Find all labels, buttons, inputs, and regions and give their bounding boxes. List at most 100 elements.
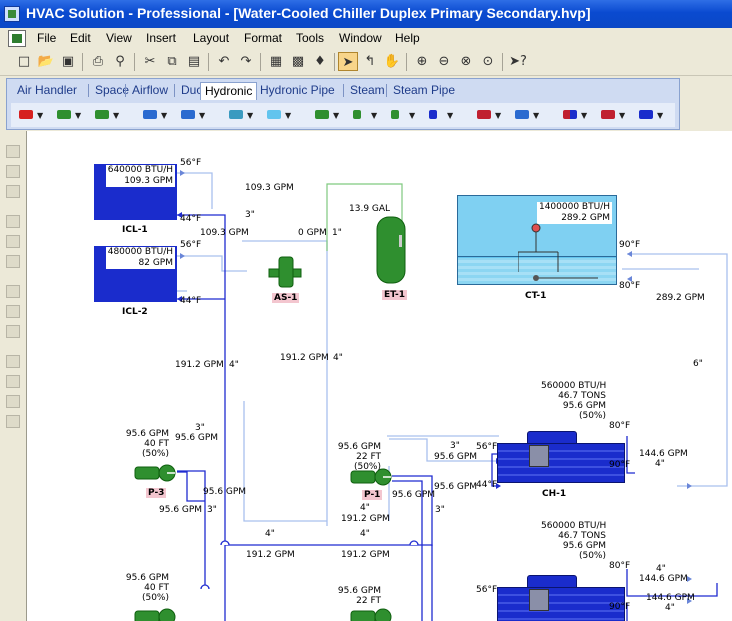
menu-insert[interactable]: Insert	[146, 31, 177, 45]
pipe-label: 95.6 GPM	[434, 452, 478, 462]
cut-icon[interactable]: ✂	[144, 54, 156, 69]
menu-view[interactable]: View	[106, 31, 132, 45]
as-1-name: AS-1	[272, 293, 300, 303]
tab-space[interactable]: Space	[95, 83, 130, 97]
p-3-gpm: 95.6 GPM	[125, 429, 169, 439]
pipe-label: 4"	[360, 529, 370, 539]
ct-1-info: 1400000 BTU/H 289.2 GPM	[536, 202, 612, 224]
boiler-tool[interactable]: ▼	[19, 107, 47, 123]
tab-airflow[interactable]: Airflow	[132, 83, 169, 97]
zoom-window-icon[interactable]: ⊗	[460, 54, 472, 69]
icl-2-name: ICL-2	[122, 307, 148, 317]
menu-bar: File Edit View Insert Layout Format Tool…	[0, 28, 732, 49]
ch-1-pct: (50%)	[578, 411, 606, 421]
air-separator[interactable]	[267, 253, 303, 293]
menu-edit[interactable]: Edit	[70, 31, 91, 45]
menu-window[interactable]: Window	[339, 31, 382, 45]
p-1-info: 95.6 GPM 22 FT (50%)	[329, 442, 381, 472]
expansion-tank[interactable]	[374, 215, 408, 287]
meter-tool[interactable]: ▼	[515, 107, 543, 123]
radiant-tool[interactable]: ▼	[181, 107, 209, 123]
align-center-icon[interactable]	[6, 165, 20, 178]
cooling-tower-tool[interactable]: ▼	[429, 107, 457, 123]
spreadsheet-icon[interactable]: ▦	[269, 54, 283, 69]
heat-exchanger-tool[interactable]: ▼	[229, 107, 257, 123]
document-icon[interactable]	[8, 30, 26, 47]
icl-2-return-temp: 44°F	[180, 296, 202, 306]
fan-coil-tool[interactable]: ▼	[601, 107, 629, 123]
zoom-out-icon[interactable]: ⊖	[438, 54, 450, 69]
open-folder-icon[interactable]: 📂	[37, 54, 55, 69]
tab-hydronic-pipe[interactable]: Hydronic Pipe	[260, 83, 335, 97]
send-back-icon[interactable]	[6, 415, 20, 428]
align-middle-icon[interactable]	[6, 235, 20, 248]
tab-steam[interactable]: Steam	[350, 83, 385, 97]
align-left-icon[interactable]	[6, 145, 20, 158]
chiller-1[interactable]	[497, 431, 625, 483]
pump-p2[interactable]	[349, 605, 395, 621]
menu-layout[interactable]: Layout	[193, 31, 230, 45]
select-pointer-icon[interactable]: ➤	[338, 52, 358, 71]
pump-p1[interactable]	[349, 465, 395, 489]
connect-tool-icon[interactable]: ↰	[364, 54, 376, 69]
pan-hand-icon[interactable]: ✋	[383, 54, 401, 69]
copy-icon[interactable]: ⧉	[167, 54, 177, 69]
pump-p3[interactable]	[133, 461, 179, 485]
pipe-label: 4"	[229, 360, 239, 370]
same-width-icon[interactable]	[6, 325, 20, 338]
context-help-icon[interactable]: ➤?	[509, 54, 527, 69]
menu-file[interactable]: File	[37, 31, 57, 45]
tab-duct[interactable]: Duct	[181, 83, 206, 97]
paste-icon[interactable]: ▤	[187, 54, 201, 69]
pump-inline-tool[interactable]: ▼	[95, 107, 123, 123]
chiller-2[interactable]	[497, 575, 625, 621]
ch-2-tons: 46.7 TONS	[558, 531, 606, 541]
icl-1-return-temp: 44°F	[180, 214, 202, 224]
pump-p4[interactable]	[133, 605, 179, 621]
paint-icon[interactable]: ♦	[314, 54, 326, 69]
space-vertical-icon[interactable]	[6, 305, 20, 318]
chiller-tool[interactable]: ▼	[477, 107, 505, 123]
pipe-label: 144.6 GPM	[646, 593, 695, 603]
save-icon[interactable]: ▣	[61, 54, 75, 69]
tab-air-handler[interactable]: Air Handler	[17, 83, 78, 97]
valve-tool[interactable]: ▼	[315, 107, 343, 123]
undo-icon[interactable]: ↶	[218, 54, 230, 69]
pipe-label: 3"	[207, 505, 217, 515]
zoom-extents-icon[interactable]: ⊙	[482, 54, 494, 69]
schematic-canvas[interactable]: 640000 BTU/H 109.3 GPM 56°F 44°F ICL-1 4…	[27, 131, 732, 621]
icl-1-heat-exchanger[interactable]: 640000 BTU/H 109.3 GPM	[94, 164, 177, 220]
menu-format[interactable]: Format	[244, 31, 283, 45]
align-bottom-icon[interactable]	[6, 255, 20, 268]
tank-tool[interactable]: ▼	[267, 107, 295, 123]
zoom-in-icon[interactable]: ⊕	[416, 54, 428, 69]
print-preview-icon[interactable]: ⚲	[115, 54, 125, 69]
bring-front-icon[interactable]	[6, 395, 20, 408]
space-horizontal-icon[interactable]	[6, 285, 20, 298]
align-top-icon[interactable]	[6, 215, 20, 228]
p-1-head: 22 FT	[356, 452, 381, 462]
icl-2-info: 480000 BTU/H 82 GPM	[105, 247, 175, 269]
tab-steam-pipe[interactable]: Steam Pipe	[393, 83, 456, 97]
coil-tool[interactable]: ▼	[143, 107, 171, 123]
unit-heater-tool[interactable]: ▼	[563, 107, 591, 123]
et-1-name: ET-1	[382, 290, 407, 300]
calculator-icon[interactable]: ▩	[291, 54, 305, 69]
tab-hydronic[interactable]: Hydronic	[200, 82, 258, 100]
align-right-icon[interactable]	[6, 185, 20, 198]
menu-tools[interactable]: Tools	[296, 31, 325, 45]
separator-tool[interactable]: ▼	[391, 107, 419, 123]
redo-icon[interactable]: ↷	[240, 54, 252, 69]
ct-1-name: CT-1	[525, 291, 547, 301]
print-icon[interactable]: ⎙	[92, 54, 104, 69]
icl-2-heat-exchanger[interactable]: 480000 BTU/H 82 GPM	[94, 246, 177, 302]
menu-help[interactable]: Help	[395, 31, 420, 45]
terminal-tool[interactable]: ▼	[639, 107, 667, 123]
new-file-icon[interactable]: □	[17, 54, 31, 69]
cooling-tower[interactable]: 1400000 BTU/H 289.2 GPM	[457, 195, 617, 285]
same-size-icon[interactable]	[6, 375, 20, 388]
expansion-tank-tool[interactable]: ▼	[353, 107, 381, 123]
et-1-volume: 13.9 GAL	[349, 204, 391, 214]
same-height-icon[interactable]	[6, 355, 20, 368]
pump-tool[interactable]: ▼	[57, 107, 85, 123]
